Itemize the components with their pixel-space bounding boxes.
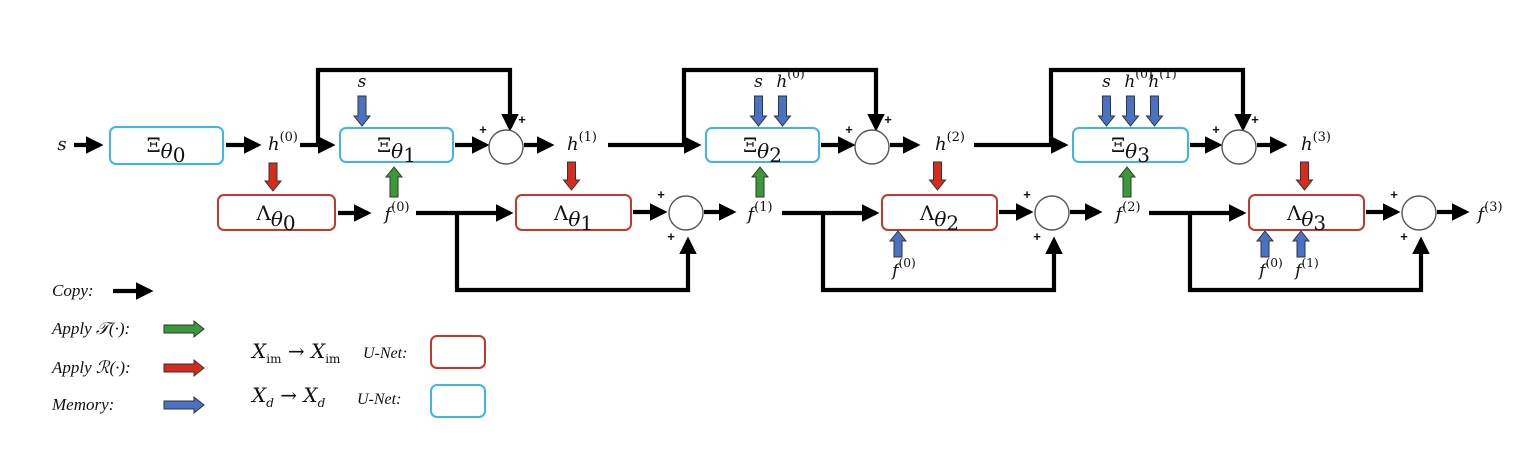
skip-loop-top-0 bbox=[315, 67, 519, 145]
skip-loop-bottom-0 bbox=[454, 213, 697, 293]
xi-block-0 bbox=[109, 126, 224, 165]
skip-loop-top-1 bbox=[681, 67, 885, 145]
connector-lines bbox=[74, 67, 1470, 300]
sum-node-bottom-1 bbox=[1034, 195, 1070, 231]
h0-label: h(0) bbox=[268, 130, 298, 155]
f1-label: f(1) bbox=[745, 200, 772, 225]
plus-left-top-0: + bbox=[479, 122, 487, 137]
apply-R-arrow-3 bbox=[1295, 161, 1314, 191]
plus-down-bottom-1: + bbox=[1033, 229, 1041, 244]
xi-block-1-label: Ξθ1 bbox=[377, 133, 416, 167]
lambda-block-2 bbox=[881, 194, 998, 231]
skip-loop-bottom-1 bbox=[820, 213, 1063, 293]
plus-left-bottom-0: + bbox=[657, 187, 665, 202]
legend-memory-label: Memory: bbox=[51, 395, 114, 414]
lambda-block-0-label: Λθ0 bbox=[255, 201, 295, 235]
legend-unet-d-label: U-Net: bbox=[357, 391, 401, 408]
lambda-block-3-label: Λθ3 bbox=[1286, 201, 1326, 235]
lambda-block-2-label: Λθ2 bbox=[919, 201, 959, 235]
legend-apply-R-arrow bbox=[163, 358, 205, 378]
apply-T-arrow-0 bbox=[384, 166, 404, 198]
f2-label: f(2) bbox=[1113, 200, 1140, 225]
legend-apply-R-label: Apply ℛ(·): bbox=[51, 358, 131, 377]
legend-unet-im-box bbox=[430, 335, 486, 369]
plus-up-top-0: + bbox=[518, 112, 526, 127]
sum-node-top-0 bbox=[488, 129, 524, 165]
memory-label-xi3-2: h(1) bbox=[1148, 67, 1176, 92]
plus-left-bottom-1: + bbox=[1023, 187, 1031, 202]
memory-arrow-lambda3-1 bbox=[1291, 230, 1311, 258]
plus-left-top-1: + bbox=[845, 122, 853, 137]
sum-node-bottom-2 bbox=[1401, 195, 1437, 231]
memory-label-xi1-0: s bbox=[358, 72, 367, 92]
lambda-block-1 bbox=[515, 194, 632, 231]
plus-up-top-2: + bbox=[1251, 112, 1259, 127]
legend-unet-im-text: Xim → Xim bbox=[250, 339, 341, 366]
memory-arrow-xi3-1 bbox=[1121, 95, 1140, 127]
apply-T-arrow-2 bbox=[1117, 166, 1137, 198]
lambda-block-1-label: Λθ1 bbox=[553, 201, 593, 235]
legend-copy-label: Copy: bbox=[52, 281, 94, 300]
lambda-block-0 bbox=[217, 194, 336, 231]
skip-loop-top-2 bbox=[1048, 67, 1252, 145]
plus-left-top-2: + bbox=[1212, 122, 1220, 137]
legend-unet-d-box bbox=[430, 384, 486, 418]
xi-block-1 bbox=[339, 127, 454, 163]
memory-arrow-xi2-0 bbox=[749, 95, 768, 127]
apply-R-arrow-1 bbox=[562, 161, 581, 191]
plus-up-top-1: + bbox=[884, 112, 892, 127]
xi-block-3 bbox=[1072, 127, 1189, 163]
memory-arrow-xi3-2 bbox=[1145, 95, 1164, 127]
legend-apply-T-label: Apply 𝒯(·): bbox=[51, 319, 130, 338]
memory-arrow-xi2-1 bbox=[773, 95, 792, 127]
memory-label-xi2-1: h(0) bbox=[776, 67, 804, 92]
apply-R-arrow-0 bbox=[263, 162, 283, 192]
memory-arrow-xi1-0 bbox=[352, 95, 372, 127]
input-s-label: s bbox=[57, 134, 66, 155]
sum-node-top-1 bbox=[854, 129, 890, 165]
memory-label-xi3-0: s bbox=[1102, 72, 1111, 92]
xi-block-2-label: Ξθ2 bbox=[743, 133, 782, 167]
plus-left-bottom-2: + bbox=[1390, 187, 1398, 202]
memory-arrow-lambda2-0 bbox=[888, 230, 908, 258]
apply-T-arrow-1 bbox=[750, 166, 770, 198]
memory-label-lambda2-0: f(0) bbox=[890, 256, 916, 281]
xi-block-3-label: Ξθ3 bbox=[1111, 133, 1150, 167]
h1-label: h(1) bbox=[567, 130, 597, 155]
legend-unet-d-text: Xd → Xd bbox=[250, 383, 326, 410]
f0-label: f(0) bbox=[382, 200, 409, 225]
memory-label-xi3-1: h(0) bbox=[1124, 67, 1152, 92]
memory-label-lambda3-0: f(0) bbox=[1257, 256, 1283, 281]
h2-label: h(2) bbox=[935, 130, 965, 155]
xi-block-0-label: Ξθ0 bbox=[147, 133, 186, 167]
legend-apply-T-arrow bbox=[163, 319, 205, 339]
memory-arrow-lambda3-0 bbox=[1255, 230, 1275, 258]
sum-node-top-2 bbox=[1221, 129, 1257, 165]
legend-unet-im-label: U-Net: bbox=[363, 345, 407, 362]
skip-loop-bottom-2 bbox=[1187, 213, 1430, 293]
plus-down-bottom-2: + bbox=[1400, 229, 1408, 244]
nodes bbox=[109, 95, 1437, 418]
h3-label: h(3) bbox=[1301, 130, 1331, 155]
sum-node-bottom-0 bbox=[668, 195, 704, 231]
xi-block-2 bbox=[705, 127, 820, 163]
memory-label-xi2-0: s bbox=[754, 72, 763, 92]
legend-memory-arrow bbox=[163, 395, 205, 415]
plus-down-bottom-0: + bbox=[667, 229, 675, 244]
memory-label-lambda3-1: f(1) bbox=[1293, 256, 1319, 281]
f3-label: f(3) bbox=[1475, 200, 1502, 225]
apply-R-arrow-2 bbox=[928, 161, 947, 191]
memory-arrow-xi3-0 bbox=[1097, 95, 1116, 127]
lambda-block-3 bbox=[1248, 194, 1365, 231]
